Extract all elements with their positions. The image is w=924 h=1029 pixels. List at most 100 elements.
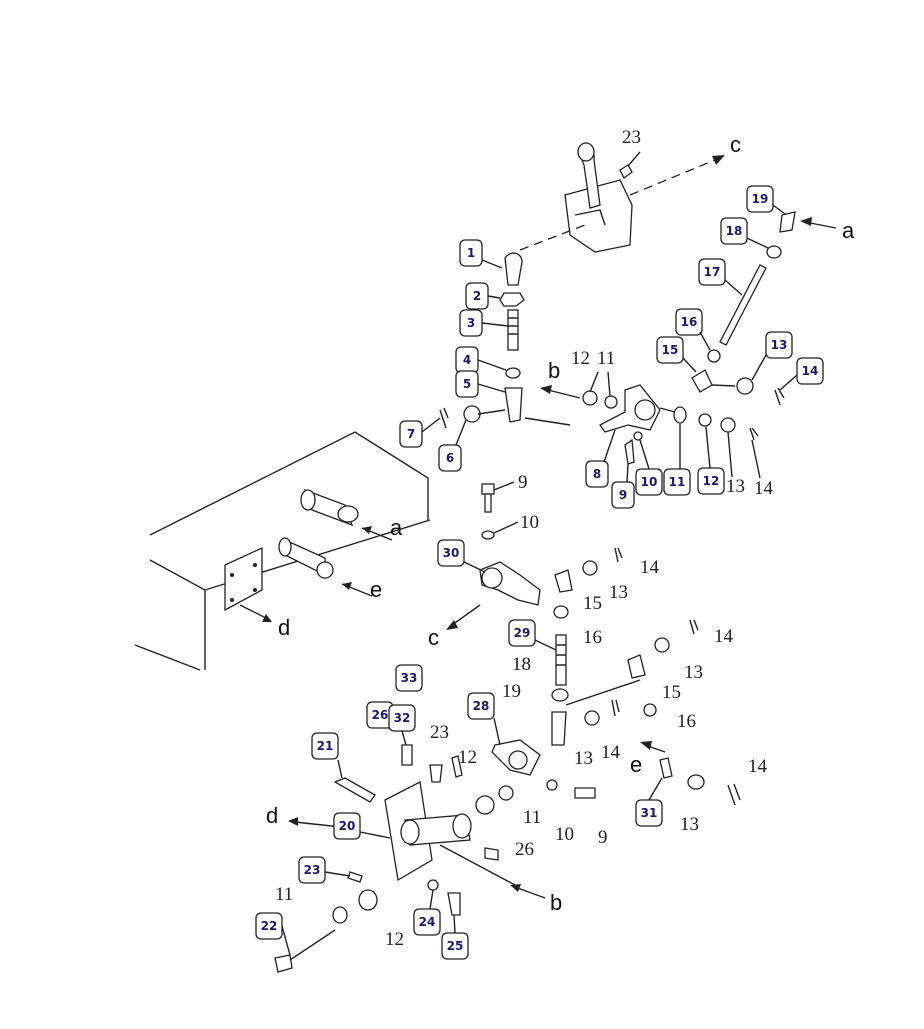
part-7-pin — [439, 407, 449, 429]
svg-text:8: 8 — [593, 467, 601, 481]
callout-21: 21 — [311, 732, 339, 760]
callout-9: 9 — [611, 481, 635, 509]
part-8-lever — [599, 384, 661, 433]
svg-text:19: 19 — [752, 192, 769, 206]
svg-text:14: 14 — [802, 364, 819, 378]
callout-6: 6 — [438, 444, 462, 472]
label-13-lower: 13 — [574, 748, 593, 769]
part-13-nut-upper — [720, 417, 736, 433]
part-15-clevis-right — [627, 654, 646, 679]
callout-2: 2 — [465, 282, 489, 310]
part-10-washer-mid — [546, 779, 558, 791]
part-29-rod — [555, 634, 567, 686]
label-10-mid: 10 — [555, 824, 574, 845]
part-12-washer-left — [582, 390, 598, 406]
gear-lever-bracket — [564, 142, 633, 253]
svg-text:18: 18 — [726, 224, 743, 238]
label-14-upper: 14 — [754, 478, 774, 499]
label-13-right: 13 — [684, 662, 703, 683]
label-15-right: 15 — [662, 682, 681, 703]
callout-17: 17 — [698, 258, 726, 286]
part-12-bushing-low — [358, 889, 378, 911]
label-9-mid: 9 — [598, 827, 608, 848]
label-14-lower: 14 — [601, 742, 621, 763]
part-18-nut-center — [551, 688, 569, 702]
dashline-c-top — [629, 159, 716, 196]
part-18-nut — [766, 245, 782, 259]
svg-text:16: 16 — [681, 315, 698, 329]
svg-text:2: 2 — [473, 289, 481, 303]
label-12-upper: 12 — [571, 348, 590, 369]
callout-15: 15 — [656, 336, 684, 364]
label-19-center: 19 — [502, 681, 521, 702]
svg-text:1: 1 — [467, 246, 475, 260]
part-15-clevis-center — [554, 569, 573, 593]
svg-text:33: 33 — [401, 671, 418, 685]
callout-8: 8 — [585, 460, 609, 488]
label-26-side: 26 — [515, 839, 534, 860]
svg-text:5: 5 — [463, 377, 471, 391]
part-16-nut-center — [553, 605, 569, 619]
housing-shaft-lower — [278, 537, 334, 579]
label-23-mid: 23 — [430, 722, 449, 743]
callout-10: 10 — [635, 468, 663, 496]
label-13-upper: 13 — [726, 476, 745, 497]
label-18-center: 18 — [512, 654, 531, 675]
svg-text:23: 23 — [304, 863, 321, 877]
svg-text:26: 26 — [372, 708, 389, 722]
callout-29: 29 — [508, 619, 536, 647]
letter-c-center: c — [428, 625, 439, 650]
callout-31: 31 — [635, 799, 663, 827]
callout-14: 14 — [796, 357, 824, 385]
svg-text:21: 21 — [317, 739, 334, 753]
part-22-pin — [274, 929, 336, 973]
callout-26: 26 — [366, 701, 394, 729]
part-14-pin-upper — [749, 427, 759, 441]
callout-30: 30 — [437, 539, 465, 567]
label-16-right: 16 — [677, 711, 696, 732]
callout-16: 16 — [675, 308, 703, 336]
callout-18: 18 — [720, 217, 748, 245]
part-19-clevis — [779, 211, 796, 233]
part-5-clevis — [504, 387, 523, 423]
part-16-nut-right — [643, 703, 657, 717]
svg-text:17: 17 — [704, 265, 721, 279]
label-11-upper: 11 — [597, 348, 615, 369]
callout-4: 4 — [455, 346, 479, 374]
svg-text:10: 10 — [641, 475, 658, 489]
part-23-pin-top — [619, 164, 633, 179]
letter-d-bottom: d — [266, 803, 278, 828]
part-28-lever — [491, 739, 541, 776]
part-11-washer-low — [332, 906, 348, 924]
part-14-pin-right-low — [727, 783, 741, 806]
label-11-mid: 11 — [523, 807, 541, 828]
part-10-washer-center — [481, 530, 495, 540]
part-23-pin-mid — [451, 755, 463, 778]
svg-text:29: 29 — [514, 626, 531, 640]
part-13-nut-rod — [736, 377, 754, 395]
callout-23: 23 — [298, 856, 326, 884]
label-12-mid: 12 — [458, 747, 477, 768]
part-11-bushing-mid — [498, 785, 514, 801]
part-9-bolt-center — [481, 483, 495, 513]
svg-text:20: 20 — [339, 819, 356, 833]
part-26-bolt-side — [484, 847, 499, 861]
part-12-bushing-mid — [475, 795, 495, 815]
svg-text:32: 32 — [394, 711, 411, 725]
svg-text:22: 22 — [261, 919, 278, 933]
part-6-nut — [463, 405, 481, 423]
part-11-bushing-upper — [673, 406, 687, 424]
label-9-center: 9 — [518, 472, 528, 493]
part-2-nut — [499, 292, 525, 307]
letter-a-housing: a — [390, 515, 403, 540]
part-4-nut — [505, 367, 521, 379]
label-23-top: 23 — [622, 127, 641, 148]
letter-a-top: a — [842, 218, 855, 243]
label-13-center: 13 — [609, 582, 628, 603]
callout-12: 12 — [697, 467, 725, 495]
part-17-rod — [719, 264, 767, 346]
svg-text:4: 4 — [463, 353, 471, 367]
label-14-right: 14 — [714, 626, 734, 647]
